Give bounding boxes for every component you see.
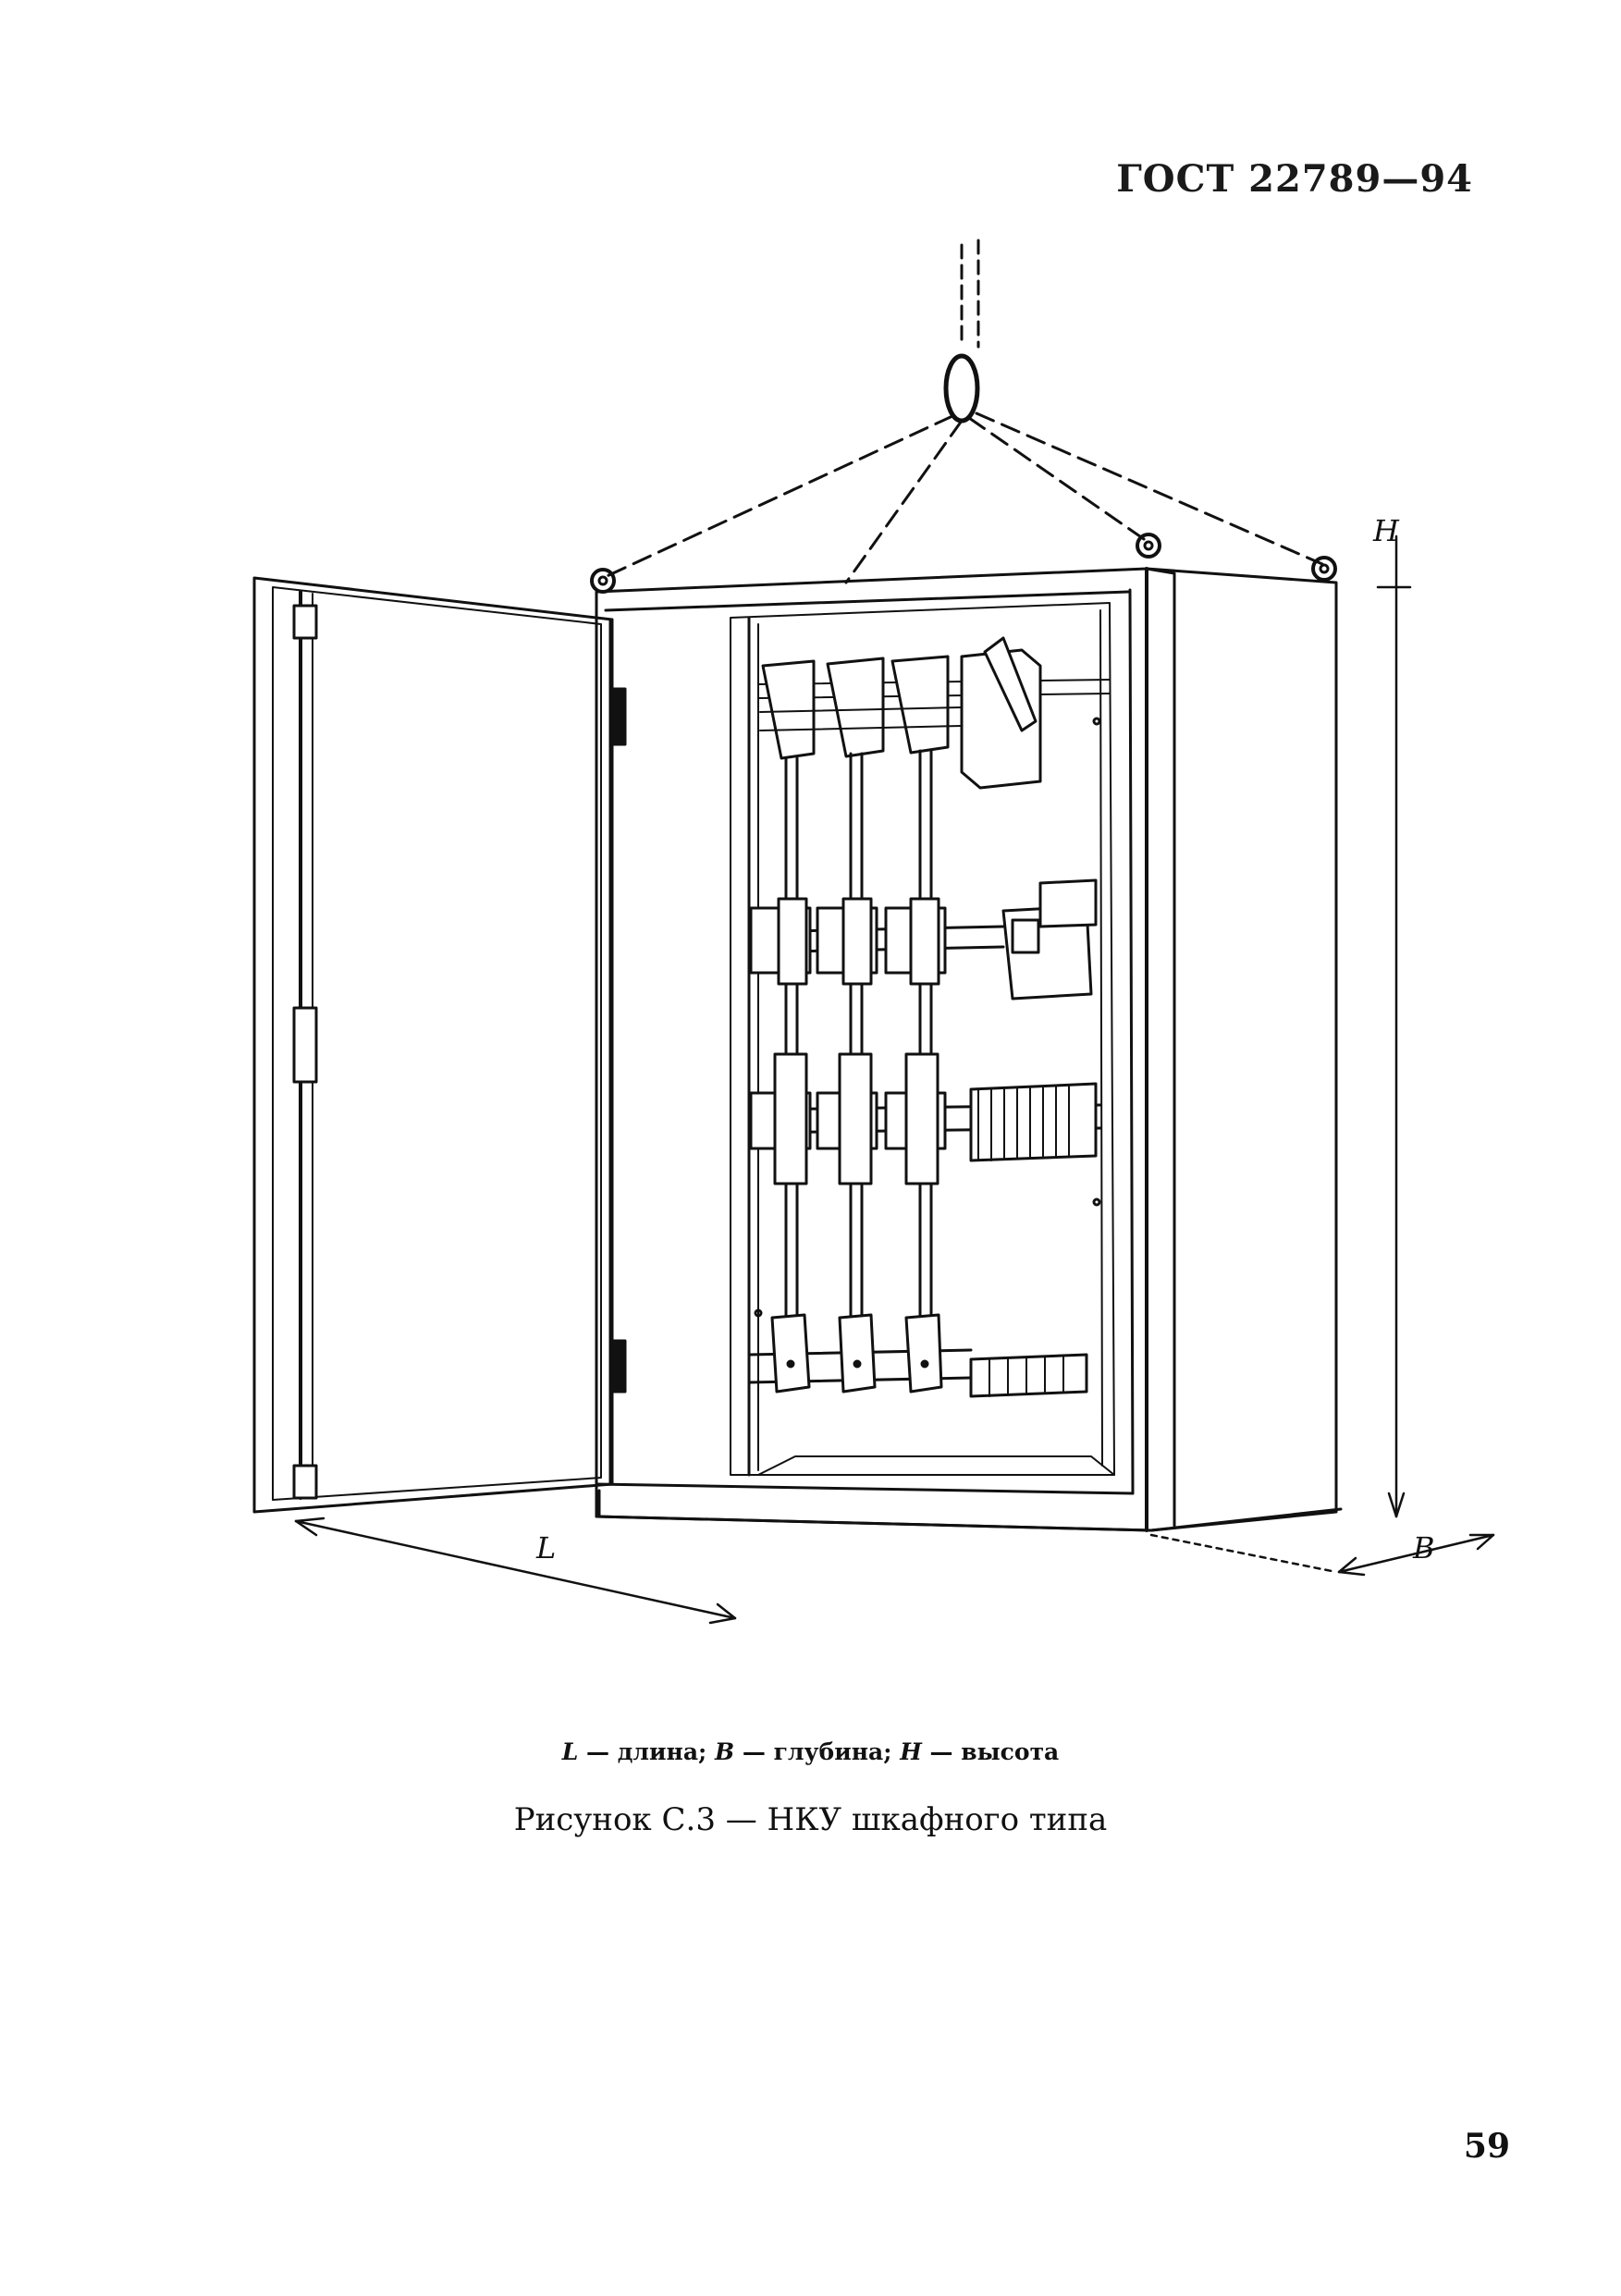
cabinet-body [595,567,1343,1532]
bottom-terminals [747,1313,1088,1398]
top-breakers [757,636,1111,790]
cabinet-figure: L B H [252,239,1495,1625]
vertical-bus-bars [784,749,933,1333]
legend-length-symbol: L [561,1738,579,1765]
lifting-sling [590,239,1337,594]
middle-devices [747,878,1098,1001]
legend-length-text: — длина; [586,1738,707,1765]
cabinet-door [252,576,627,1514]
cabinet-drawing [252,239,1495,1625]
legend-depth-text: — глубина; [742,1738,892,1765]
lower-devices [747,1052,1102,1185]
page-number: 59 [1463,2127,1510,2166]
dimension-label-length: L [536,1530,557,1565]
standard-header: ГОСТ 22789—94 [1116,157,1473,201]
figure-legend: L — длина; B — глубина; H — высота [0,1738,1621,1765]
figure-caption: Рисунок С.3 — НКУ шкафного типа [513,1801,1108,1838]
dimension-label-height: H [1373,513,1399,548]
dimension-label-depth: B [1413,1530,1435,1565]
dimension-lines [294,534,1495,1625]
legend-height-text: — высота [929,1738,1060,1765]
legend-height-symbol: H [900,1738,922,1765]
legend-depth-symbol: B [715,1738,735,1765]
